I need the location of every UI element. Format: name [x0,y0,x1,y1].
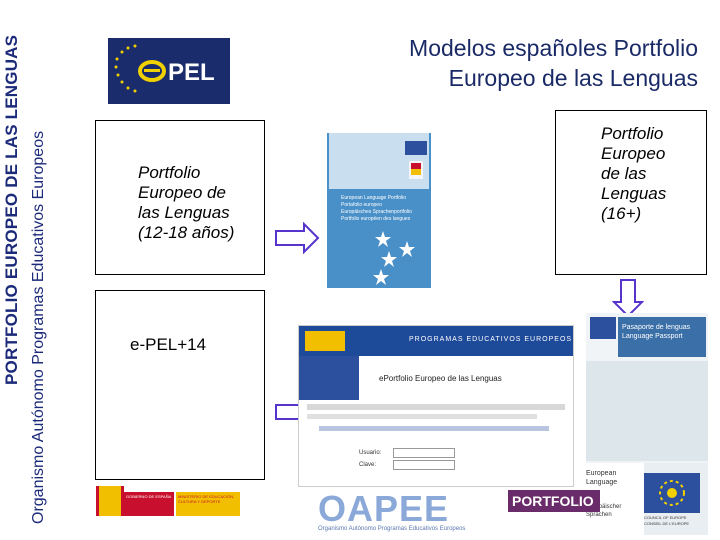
eu-flag-icon [590,317,616,339]
web-left-panel [299,356,359,400]
oapee-logo: OAPEE Organismo Autónomo Programas Educa… [318,488,468,536]
web-user-input[interactable] [393,448,455,458]
passport-title: Pasaporte de lenguas Language Passport [622,324,691,340]
web-banner: PROGRAMAS EDUCATIVOS EUROPEOS [299,326,573,356]
sidebar-title: PORTFOLIO EUROPEO DE LAS LENGUAS [2,34,21,385]
box3-line-2: Europeo [601,144,666,163]
portfolio-ribbon: PORTFOLIO [508,490,600,512]
council-text-en: COUNCIL OF EUROPE [644,515,687,520]
ministerio-block: MINISTERIO DE EDUCACIÓN, CULTURA Y DEPOR… [176,492,240,516]
epel-website-screenshot: PROGRAMAS EDUCATIVOS EUROPEOS ePortfolio… [298,325,574,487]
cover-line-2: Portafolio europeo [341,202,382,208]
council-of-europe-logo [644,473,700,513]
web-user-label: Usuario: [359,450,382,456]
web-key-label: Clave: [359,462,377,468]
box3-line-3: de las [601,164,647,183]
ministerio-text: MINISTERIO DE EDUCACIÓN, CULTURA Y DEPOR… [178,494,235,504]
portfolio-cover-image: European Language Portfolio Portafolio e… [327,133,431,288]
title-line-2: Europeo de las Lenguas [448,65,698,91]
web-key-input[interactable] [393,460,455,470]
council-text: COUNCIL OF EUROPE CONSEIL DE L'EUROPE [644,515,704,527]
box1-line-4: (12-18 años) [138,223,235,242]
box1-line-3: las Lenguas [138,203,230,222]
box3-line-1: Portfolio [601,124,664,143]
title-line-1: Modelos españoles Portfolio [409,35,698,61]
cover-text: European Language Portfolio Portafolio e… [341,195,412,223]
sidebar-text-group: PORTFOLIO EUROPEO DE LAS LENGUAS Organis… [0,0,82,540]
web-text-line [307,404,565,410]
spain-coat-of-arms-icon [96,486,124,516]
arrow-right-icon [275,222,320,254]
epel-logo: PEL [108,38,230,104]
box-epel-14: e-PEL+14 [95,290,265,480]
box3-line-4: Lenguas [601,184,667,203]
passport-title-area: Pasaporte de lenguas Language Passport [618,317,706,357]
language-passport-image: Pasaporte de lenguas Language Passport E… [586,313,708,535]
portfolio-cover-art [327,133,431,288]
oapee-text: OAPEE [318,488,450,529]
sidebar: PORTFOLIO EUROPEO DE LAS LENGUAS Organis… [0,0,82,540]
box3-text: Portfolio Europeo de las Lenguas (16+) [601,124,666,224]
portfolio-ribbon-text: PORTFOLIO [512,493,594,509]
council-text-fr: CONSEIL DE L'EUROPE [644,521,690,526]
box2-text: e-PEL+14 [130,335,207,354]
cover-line-4: Portfolio européen des langues [341,216,411,222]
europaeischer-text: Europäischer Sprachen [586,504,622,518]
cover-line-3: Europäisches Sprachenportfolio [341,209,412,215]
web-menu-links[interactable] [319,426,549,431]
spain-emblem-icon [305,331,345,351]
box1-text: Portfolio Europeo de las Lenguas (12-18 … [138,163,234,243]
arrow-down-icon [612,279,644,318]
gobierno-block: GOBIERNO DE ESPAÑA [124,492,174,516]
slide-title: Modelos españoles Portfolio Europeo de l… [318,33,698,93]
box-portfolio-12-18: Portfolio Europeo de las Lenguas (12-18 … [95,120,265,275]
box3-line-5: (16+) [601,204,642,223]
web-banner-text: PROGRAMAS EDUCATIVOS EUROPEOS [409,336,573,343]
european-language-text: European Language [586,470,618,486]
council-stars-icon [659,480,685,506]
box1-line-2: Europeo de [138,183,226,202]
ministerio-logo: GOBIERNO DE ESPAÑA MINISTERIO DE EDUCACI… [92,484,242,524]
passport-front: Pasaporte de lenguas Language Passport [586,313,708,463]
gobierno-text: GOBIERNO DE ESPAÑA [126,494,172,499]
cover-line-1: European Language Portfolio [341,195,407,201]
oapee-subtitle: Organismo Autónomo Programas Educativos … [318,526,466,532]
passport-photo-grid [586,361,708,461]
svg-text:PEL: PEL [168,59,215,86]
sidebar-subtitle: Organismo Autónomo Programas Educativos … [30,130,47,524]
box1-line-1: Portfolio [138,163,201,182]
web-heading: ePortfolio Europeo de las Lenguas [379,374,502,383]
web-text-line [307,414,537,419]
box-portfolio-16: Portfolio Europeo de las Lenguas (16+) [555,110,707,275]
epel-logo-icon: PEL [108,38,230,104]
